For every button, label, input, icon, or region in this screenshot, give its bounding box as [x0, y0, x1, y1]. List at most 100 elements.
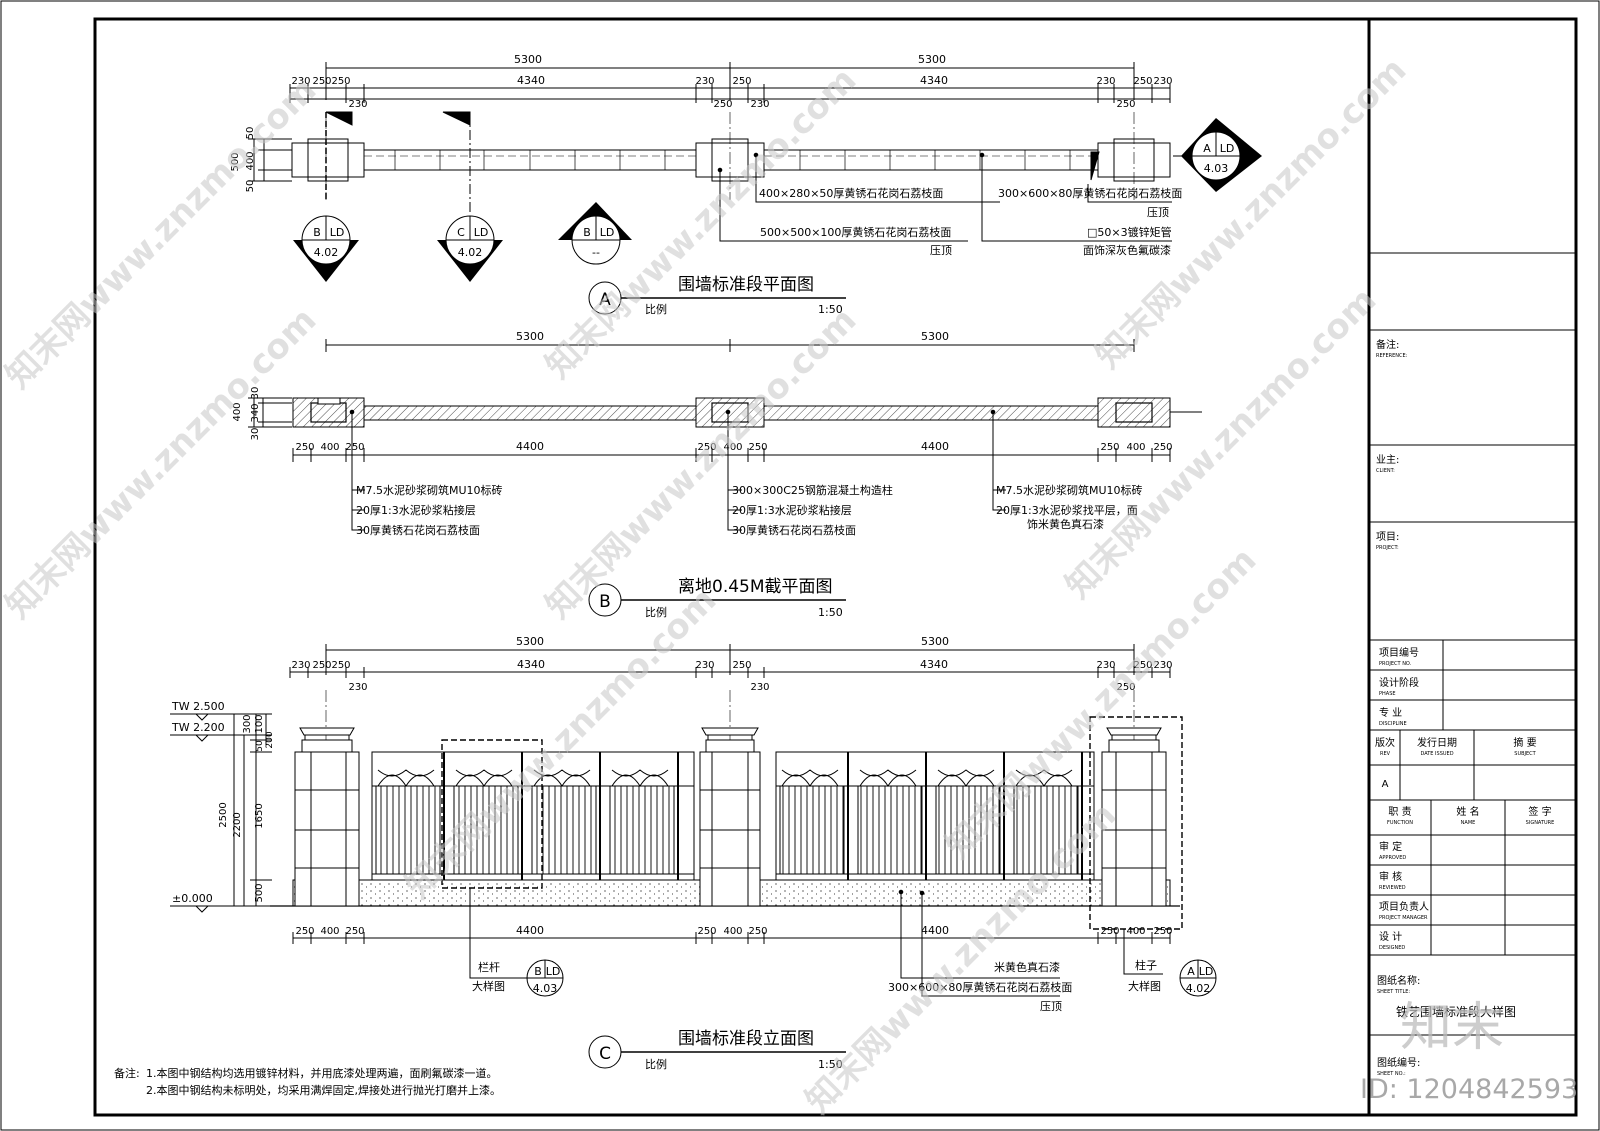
- svg-text:签 字: 签 字: [1528, 805, 1551, 818]
- svg-text:340: 340: [250, 403, 261, 422]
- svg-text:PHASE: PHASE: [1379, 691, 1396, 697]
- svg-text:4340: 4340: [920, 74, 948, 87]
- svg-text:4400: 4400: [516, 440, 544, 453]
- elevation-c-notes: 栏杆 大样图 米黄色真石漆 300×600×80厚黄锈石花岗石荔枝面 压顶 柱子…: [472, 958, 1161, 1013]
- svg-text:300×600×80厚黄锈石花岗石荔枝面: 300×600×80厚黄锈石花岗石荔枝面: [888, 980, 1072, 994]
- svg-text:NAME: NAME: [1461, 820, 1476, 826]
- plan-a-dim-text: 5300 5300 4340 4340 230 250 250 230 250 …: [230, 53, 1173, 192]
- svg-text:图纸编号:: 图纸编号:: [1377, 1056, 1420, 1069]
- svg-text:30: 30: [250, 428, 261, 441]
- svg-text:20厚1:3水泥砂浆找平层，面: 20厚1:3水泥砂浆找平层，面: [996, 503, 1138, 517]
- svg-text:4.03: 4.03: [533, 982, 558, 995]
- title-block: [1369, 252, 1576, 1036]
- svg-text:4400: 4400: [516, 924, 544, 937]
- title-block-text: 备注: REFERENCE: 业主: CLIENT: 项目: PROJECT: …: [1375, 338, 1554, 1077]
- svg-text:250: 250: [1153, 926, 1172, 937]
- svg-text:250: 250: [1116, 99, 1135, 110]
- pillar-left: [294, 727, 360, 907]
- plan-a-notes: 400×280×50厚黄锈石花岗石荔枝面 500×500×100厚黄锈石花岗石荔…: [759, 186, 1182, 257]
- svg-text:SHEET NO.:: SHEET NO.:: [1377, 1071, 1406, 1077]
- svg-text:PROJECT MANAGER: PROJECT MANAGER: [1379, 915, 1428, 921]
- svg-text:5300: 5300: [918, 53, 946, 66]
- section-mark-b-dash: B LD --: [558, 202, 632, 265]
- elevation-c: [170, 644, 1183, 997]
- pillar-mid: [699, 727, 761, 907]
- svg-text:CLIENT:: CLIENT:: [1376, 468, 1395, 474]
- svg-text:230: 230: [750, 682, 769, 693]
- svg-text:250: 250: [697, 926, 716, 937]
- svg-text:400: 400: [245, 151, 256, 170]
- svg-text:比例: 比例: [645, 605, 667, 619]
- svg-text:备注:: 备注:: [114, 1066, 140, 1080]
- svg-text:1:50: 1:50: [818, 606, 843, 619]
- svg-text:2200: 2200: [232, 812, 243, 837]
- svg-text:--: --: [592, 246, 600, 259]
- svg-text:400: 400: [1126, 926, 1145, 937]
- svg-text:B: B: [583, 226, 591, 239]
- svg-text:比例: 比例: [645, 302, 667, 316]
- svg-text:围墙标准段平面图: 围墙标准段平面图: [678, 275, 814, 295]
- svg-text:A: A: [599, 290, 611, 310]
- svg-text:M7.5水泥砂浆砌筑MU10标砖: M7.5水泥砂浆砌筑MU10标砖: [996, 483, 1143, 497]
- svg-text:5300: 5300: [516, 635, 544, 648]
- svg-text:400: 400: [320, 442, 339, 453]
- svg-text:版次: 版次: [1375, 736, 1395, 749]
- svg-text:TW 2.500: TW 2.500: [171, 700, 225, 713]
- svg-text:230: 230: [750, 99, 769, 110]
- title-c: C 围墙标准段立面图 比例 1:50: [588, 1029, 846, 1071]
- svg-text:230: 230: [1096, 76, 1115, 87]
- svg-text:专 业: 专 业: [1379, 706, 1402, 719]
- title-a: A 围墙标准段平面图 比例 1:50: [588, 275, 846, 316]
- title-b: B 离地0.45M截平面图 比例 1:50: [588, 577, 846, 619]
- svg-text:项目编号: 项目编号: [1379, 646, 1419, 659]
- fence-right: [775, 751, 1095, 881]
- svg-text:姓 名: 姓 名: [1456, 805, 1479, 818]
- fence-left: [371, 751, 695, 881]
- svg-text:20厚1:3水泥砂浆粘接层: 20厚1:3水泥砂浆粘接层: [356, 503, 476, 517]
- svg-text:300×600×80厚黄锈石花岗石荔枝面: 300×600×80厚黄锈石花岗石荔枝面: [998, 186, 1182, 200]
- plan-a: [248, 62, 1252, 242]
- svg-text:PROJECT NO.: PROJECT NO.: [1379, 661, 1412, 667]
- svg-text:C: C: [599, 1044, 611, 1064]
- section-mark-rail: B LD 4.03: [526, 959, 564, 997]
- svg-text:TW 2.200: TW 2.200: [171, 721, 225, 734]
- svg-text:400: 400: [723, 442, 742, 453]
- svg-text:A: A: [1382, 779, 1389, 790]
- svg-text:230: 230: [695, 660, 714, 671]
- svg-text:250: 250: [1100, 926, 1119, 937]
- svg-text:500: 500: [230, 152, 241, 171]
- svg-text:4.02: 4.02: [1186, 982, 1211, 995]
- svg-text:50: 50: [255, 740, 265, 752]
- svg-text:REFERENCE:: REFERENCE:: [1376, 353, 1408, 359]
- svg-text:5300: 5300: [921, 635, 949, 648]
- svg-text:B: B: [313, 226, 321, 239]
- svg-text:250: 250: [732, 660, 751, 671]
- svg-text:5300: 5300: [516, 330, 544, 343]
- pillar-right: [1101, 727, 1167, 907]
- svg-text:栏杆: 栏杆: [478, 960, 500, 974]
- svg-text:SHEET TITLE:: SHEET TITLE:: [1377, 989, 1410, 995]
- svg-text:B: B: [599, 592, 611, 612]
- svg-text:审 核: 审 核: [1379, 870, 1402, 883]
- svg-text:250: 250: [697, 442, 716, 453]
- svg-text:项目:: 项目:: [1376, 531, 1399, 543]
- svg-text:250: 250: [1133, 660, 1152, 671]
- svg-text:压顶: 压顶: [930, 244, 952, 257]
- svg-text:30: 30: [250, 387, 261, 400]
- section-mark-pillar: A LD 4.02: [1179, 959, 1217, 997]
- svg-text:LD: LD: [1199, 965, 1214, 978]
- svg-text:项目负责人: 项目负责人: [1379, 900, 1429, 913]
- svg-text:ID: 1204842593: ID: 1204842593: [1360, 1074, 1578, 1105]
- svg-text:职 责: 职 责: [1388, 805, 1411, 818]
- svg-text:250: 250: [748, 926, 767, 937]
- svg-text:250: 250: [345, 442, 364, 453]
- remarks: 备注: 1.本图中钢结构均选用镀锌材料，并用底漆处理两遍，面刷氟碳漆一道。 2.…: [114, 1066, 501, 1097]
- svg-text:2.本图中钢结构未标明处，均采用满焊固定,焊接处进行抛光打磨: 2.本图中钢结构未标明处，均采用满焊固定,焊接处进行抛光打磨并上漆。: [146, 1083, 501, 1097]
- section-mark-b-4-02: B LD 4.02: [293, 215, 359, 282]
- svg-text:4400: 4400: [921, 440, 949, 453]
- svg-text:4340: 4340: [920, 658, 948, 671]
- svg-text:围墙标准段立面图: 围墙标准段立面图: [678, 1029, 814, 1049]
- svg-text:250: 250: [331, 660, 350, 671]
- plan-b-dim-text: 5300 5300 250 400 250 4400 250 400 250 4…: [232, 330, 1173, 453]
